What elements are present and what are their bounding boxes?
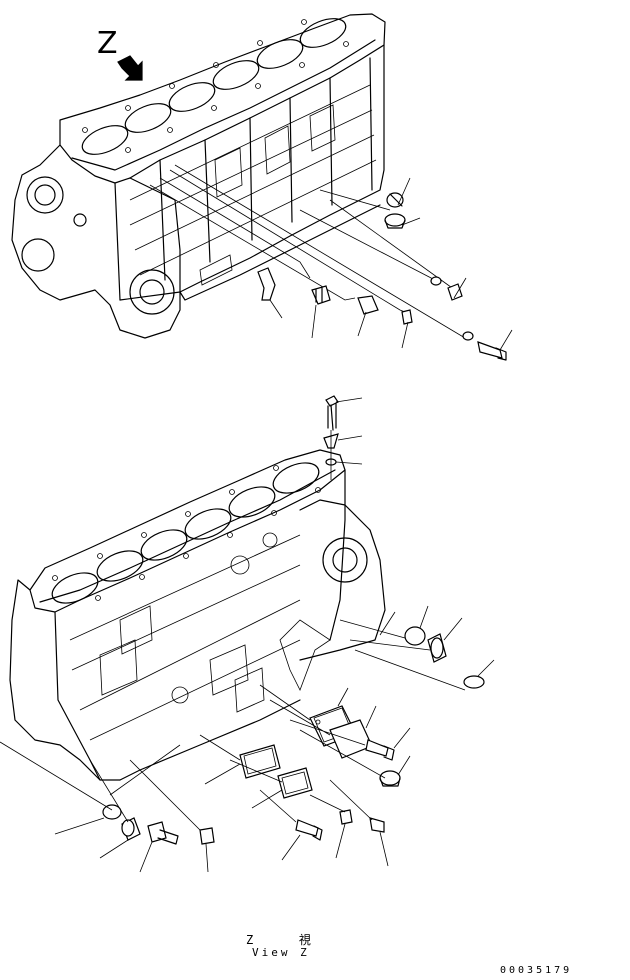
view-caption-japanese: Z 視 bbox=[246, 933, 317, 947]
view-z-arrow bbox=[118, 56, 142, 80]
upper-cylinder-block bbox=[12, 13, 385, 338]
cylinder-bores-upper bbox=[78, 13, 349, 160]
drawing-code: 00035179 bbox=[500, 965, 573, 976]
upper-parts bbox=[150, 165, 512, 360]
view-caption-english: View Z bbox=[252, 946, 310, 959]
cylinder-bores-lower bbox=[48, 457, 323, 609]
view-z-label: Z bbox=[97, 26, 118, 61]
lower-cylinder-block bbox=[10, 450, 385, 780]
lower-parts bbox=[0, 396, 494, 872]
